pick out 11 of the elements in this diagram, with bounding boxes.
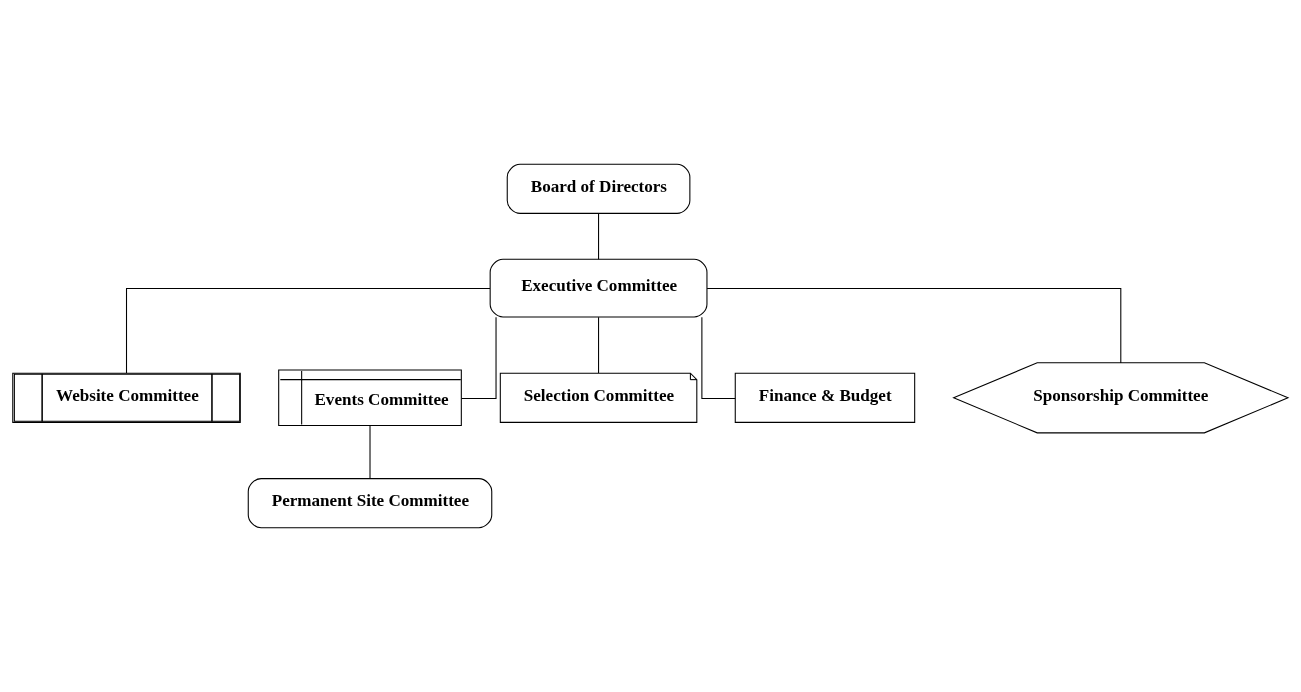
connector [706, 287, 1122, 364]
connector [701, 316, 736, 400]
connector [598, 213, 600, 260]
node-box: Finance & Budget [734, 372, 916, 423]
connector [598, 316, 600, 374]
node-box: Executive Committee [489, 258, 708, 318]
node-box: Permanent Site Committee [247, 478, 493, 529]
connector [461, 316, 497, 400]
node-box: Board of Directors [506, 163, 691, 214]
connector [125, 287, 491, 374]
connector [369, 425, 371, 479]
